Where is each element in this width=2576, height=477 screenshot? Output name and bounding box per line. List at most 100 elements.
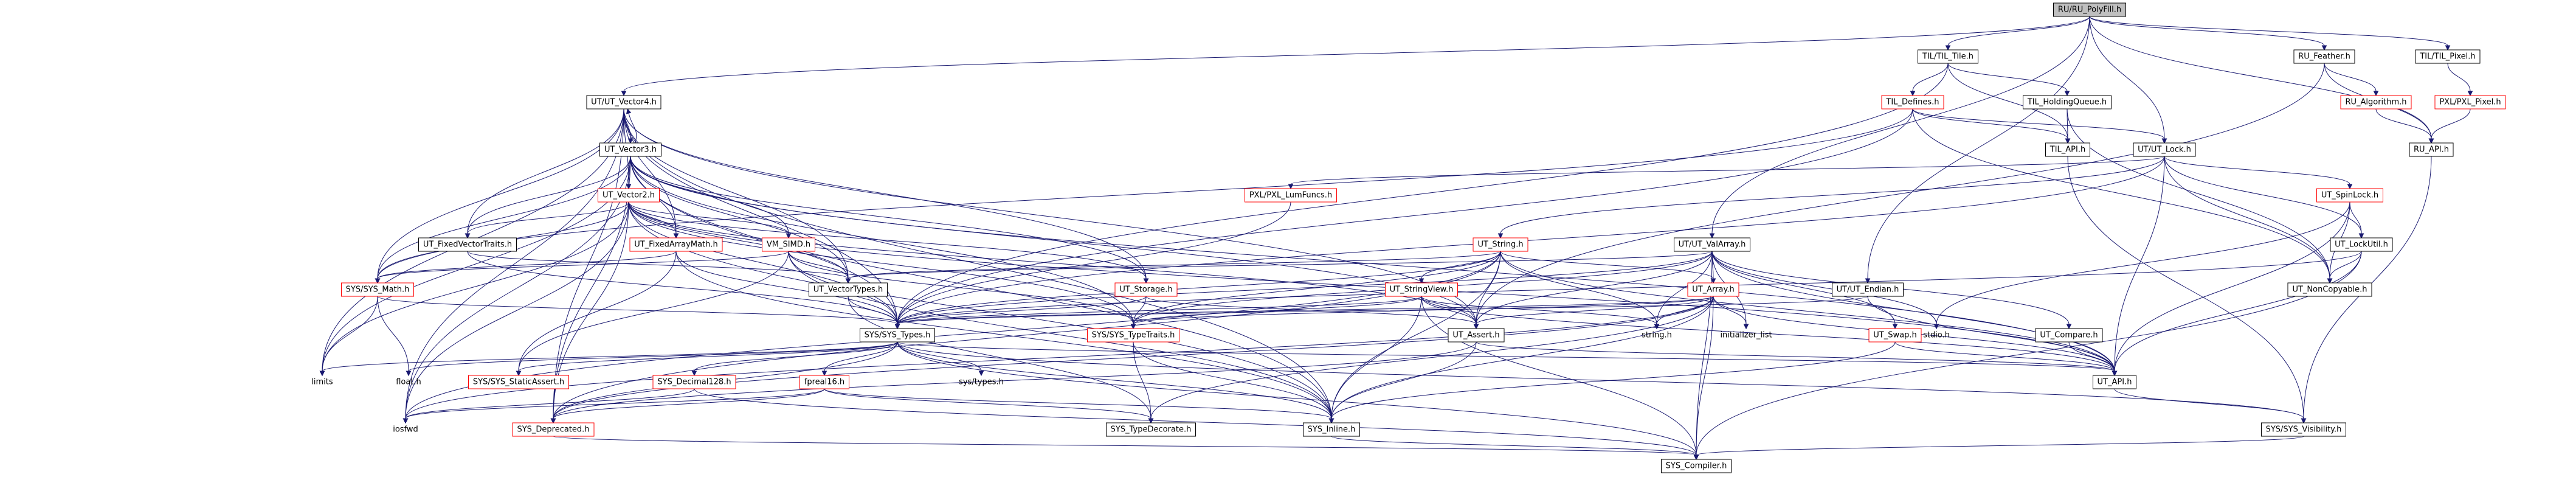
node-label: SYS/SYS_Visibility.h [2266,425,2342,434]
edge-n40-n49 [694,388,1699,461]
node-ut-fixedvectortraits-h[interactable]: UT_FixedVectorTraits.h [418,237,517,252]
edge-n26-n49 [1693,296,1714,461]
node-label: UT_Compare.h [2040,331,2098,340]
node-ut-ut-vector4-h[interactable]: UT/UT_Vector4.h [586,95,661,110]
node-label: sys/types.h [959,378,1004,387]
node-vm-simd-h[interactable]: VM_SIMD.h [762,237,815,252]
node-ut-swap-h[interactable]: UT_Swap.h [1868,328,1922,343]
node-ut-fixedarraymath-h[interactable]: UT_FixedArrayMath.h [629,237,723,252]
node-ut-spinlock-h[interactable]: UT_SpinLock.h [2316,188,2383,203]
node-label: SYS_Compiler.h [1666,462,1727,471]
node-box [2340,95,2412,110]
node-label: float.h [396,378,421,387]
node-ut-stringview-h[interactable]: UT_StringView.h [1385,282,1458,297]
node-label: TIL_Defines.h [1885,98,1939,107]
node-sys-decimal128-h[interactable]: SYS_Decimal128.h [652,375,736,389]
node-til-til-pixel-h[interactable]: TIL/TIL_Pixel.h [2415,49,2481,64]
node-box [1303,422,1360,437]
node-ut-ut-valarray-h[interactable]: UT/UT_ValArray.h [1674,237,1750,252]
node-ut-vectortypes-h[interactable]: UT_VectorTypes.h [809,282,888,297]
node-ut-lockutil-h[interactable]: UT_LockUtil.h [2330,237,2393,252]
node-ut-string-h[interactable]: UT_String.h [1473,237,1528,252]
node-ut-assert-h[interactable]: UT_Assert.h [1448,328,1505,343]
node-sys-compiler-h[interactable]: SYS_Compiler.h [1661,459,1732,473]
edge-n31-n43 [1476,341,2118,377]
edge-n9-n23 [630,156,851,284]
node-ut-noncopyable-h[interactable]: UT_NonCopyable.h [2287,282,2372,297]
node-iosfwd: iosfwd [393,425,418,434]
node-box [799,375,849,389]
node-ut-vector3-h[interactable]: UT_Vector3.h [599,142,661,157]
node-ru-feather-h[interactable]: RU_Feather.h [2293,49,2355,64]
node-label: UT_SpinLock.h [2321,191,2378,200]
node-box [2293,49,2355,64]
edge-n11-n19 [1497,156,2165,239]
node-label: RU_API.h [2414,145,2449,155]
node-til-til-tile-h[interactable]: TIL/TIL_Tile.h [1918,49,1978,64]
node-pxl-pxl-lumfuncs-h[interactable]: PXL/PXL_LumFuncs.h [1245,188,1337,203]
node-label: UT_Swap.h [1873,331,1916,340]
node-ut-array-h[interactable]: UT_Array.h [1687,282,1739,297]
node-label: SYS_TypeDecorate.h [1111,425,1192,434]
node-box [1881,95,1944,110]
node-ut-ut-endian-h[interactable]: UT/UT_Endian.h [1832,282,1904,297]
edge-n29-n40 [691,341,898,377]
node-label: SYS/SYS_TypeTraits.h [1092,331,1175,340]
node-box [2330,237,2393,252]
edge-n0-n1 [1945,16,2090,51]
node-label: RU_Algorithm.h [2345,98,2406,107]
edge-n29-n39 [516,341,898,377]
node-ut-compare-h[interactable]: UT_Compare.h [2035,328,2103,343]
node-box [1448,328,1505,343]
node-box [1473,237,1528,252]
edge-n18-n22 [375,251,789,284]
node-sys-sys-math-h[interactable]: SYS/SYS_Math.h [341,282,414,297]
edge-n34-n47 [1328,341,1896,424]
edge-n0-n3 [2089,16,2451,51]
edge-n13-n45 [550,201,629,424]
node-box [2023,95,2112,110]
node-label: UT_Vector2.h [603,191,655,200]
node-label: UT_LockUtil.h [2335,240,2388,249]
node-sys-inline-h[interactable]: SYS_Inline.h [1303,422,1360,437]
node-box [2261,422,2346,437]
node-label: TIL_HoldingQueue.h [2027,98,2107,107]
edge-n19-n23 [845,251,1501,284]
node-label: PXL/PXL_Pixel.h [2439,98,2501,107]
node-label: VM_SIMD.h [767,240,810,249]
node-label: initializer_list [1720,331,1772,340]
node-sys-typedecorate-h[interactable]: SYS_TypeDecorate.h [1106,422,1196,437]
node-ut-ut-lock-h[interactable]: UT/UT_Lock.h [2133,142,2196,157]
node-pxl-pxl-pixel-h[interactable]: PXL/PXL_Pixel.h [2434,95,2506,110]
node-sys-deprecated-h[interactable]: SYS_Deprecated.h [512,422,595,437]
node-box [586,95,661,110]
node-ut-api-h[interactable]: UT_API.h [2093,375,2136,389]
node-til-holdingqueue-h[interactable]: TIL_HoldingQueue.h [2023,95,2112,110]
edge-n11-n14 [1288,156,2165,190]
node-sys-sys-types-h[interactable]: SYS/SYS_Types.h [860,328,935,343]
node-ru-api-h[interactable]: RU_API.h [2409,142,2454,157]
edge-n4-n17 [623,108,679,239]
node-til-api-h[interactable]: TIL_API.h [2045,142,2090,157]
node-limits: limits [311,378,333,387]
node-sys-sys-typetraits-h[interactable]: SYS/SYS_TypeTraits.h [1087,328,1179,343]
node-box [598,188,660,203]
node-sys-sys-staticassert-h[interactable]: SYS/SYS_StaticAssert.h [468,375,569,389]
edge-n2-n7 [2324,63,2379,97]
node-sys-sys-visibility-h[interactable]: SYS/SYS_Visibility.h [2261,422,2346,437]
node-ut-vector2-h[interactable]: UT_Vector2.h [598,188,660,203]
node-label: stdio.h [1923,331,1950,340]
edge-n36-n43 [2068,341,2118,377]
node-ut-storage-h[interactable]: UT_Storage.h [1114,282,1178,297]
node-label: UT_FixedVectorTraits.h [423,240,512,249]
node-til-defines-h[interactable]: TIL_Defines.h [1881,95,1944,110]
node-label: UT/UT_Endian.h [1837,285,1899,294]
edge-n45-n49 [553,436,1699,461]
node-ru-algorithm-h[interactable]: RU_Algorithm.h [2340,95,2412,110]
edge-n41-n46 [824,388,1154,424]
edge-n41-n44 [402,388,825,424]
node-label: iosfwd [393,425,418,434]
edge-n3-n8 [2447,63,2473,97]
node-fpreal16-h[interactable]: fpreal16.h [799,375,849,389]
edge-n26-n33 [1713,296,1749,330]
